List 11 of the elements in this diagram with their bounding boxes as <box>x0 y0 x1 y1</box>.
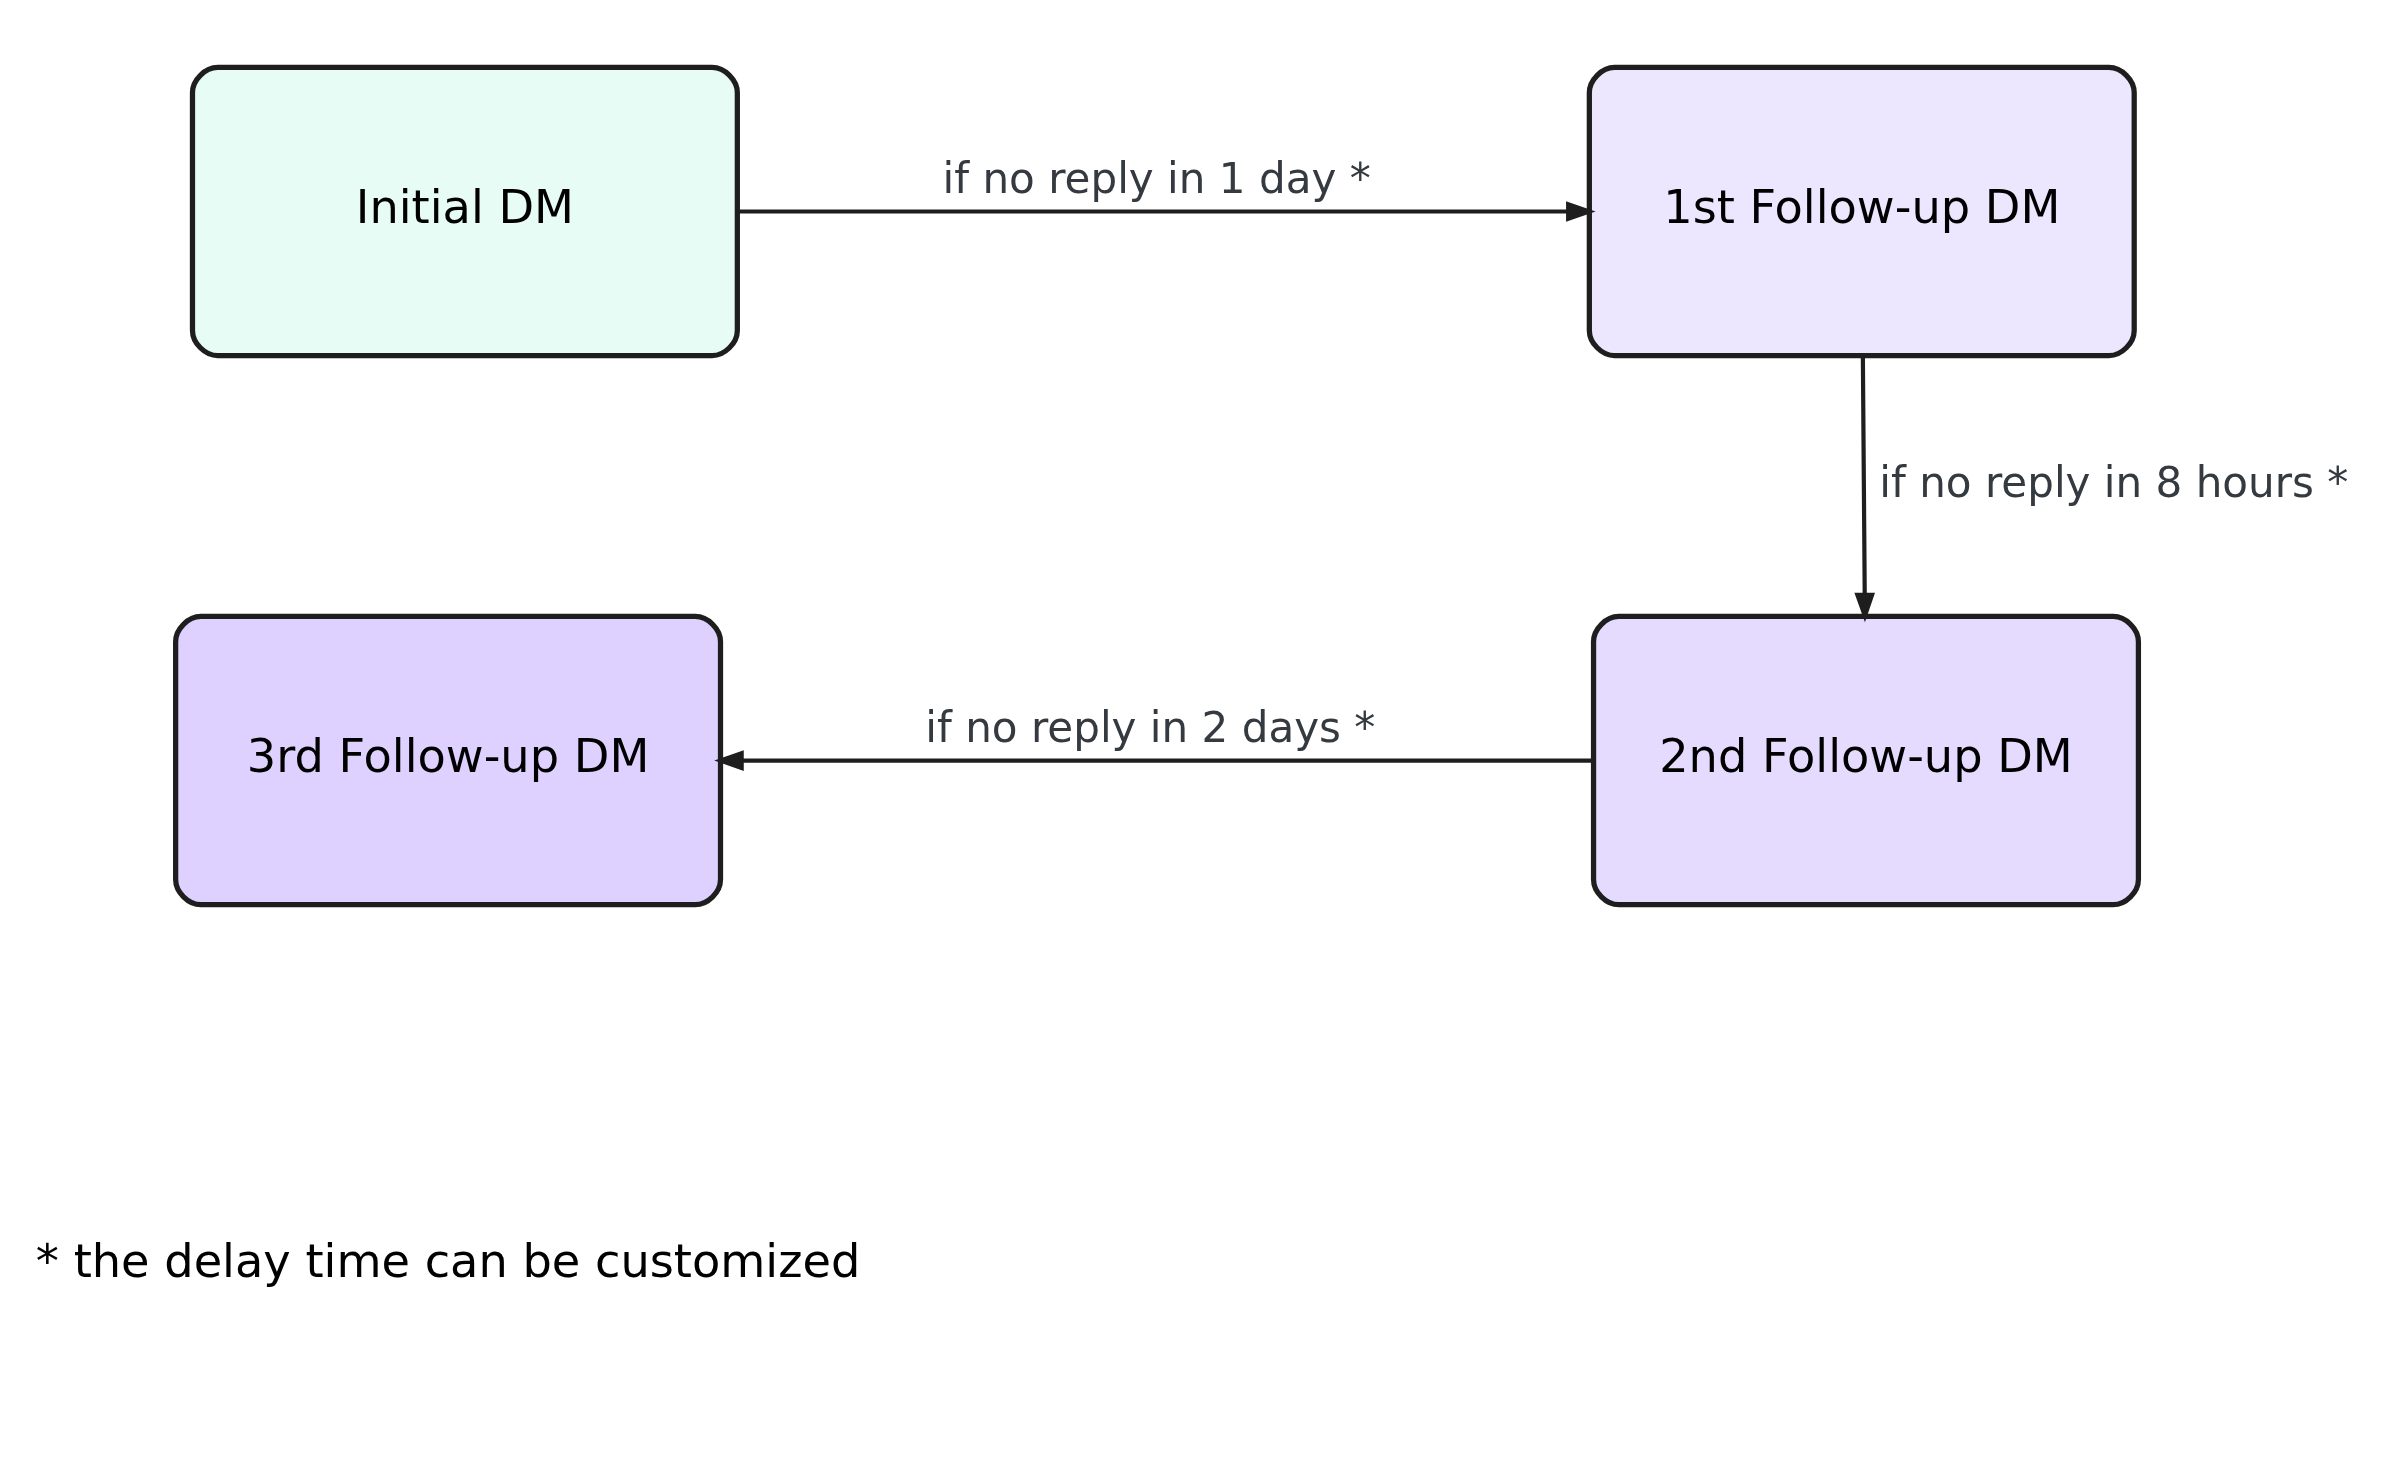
node-box: 3rd Follow-up DM <box>173 613 724 907</box>
edge-label: if no reply in 8 hours * <box>1879 457 2349 507</box>
edge-label: if no reply in 2 days * <box>925 702 1376 752</box>
label: * the delay time can be customized <box>35 1233 861 1288</box>
node-box: 2nd Follow-up DM <box>1590 613 2142 907</box>
arrow <box>737 200 1596 222</box>
arrow <box>714 749 1594 771</box>
node-box: Initial DM <box>189 64 740 358</box>
edge-label: if no reply in 1 day * <box>942 153 1371 203</box>
node-box: 1st Follow-up DM <box>1586 64 2137 358</box>
arrow <box>1854 355 1876 622</box>
